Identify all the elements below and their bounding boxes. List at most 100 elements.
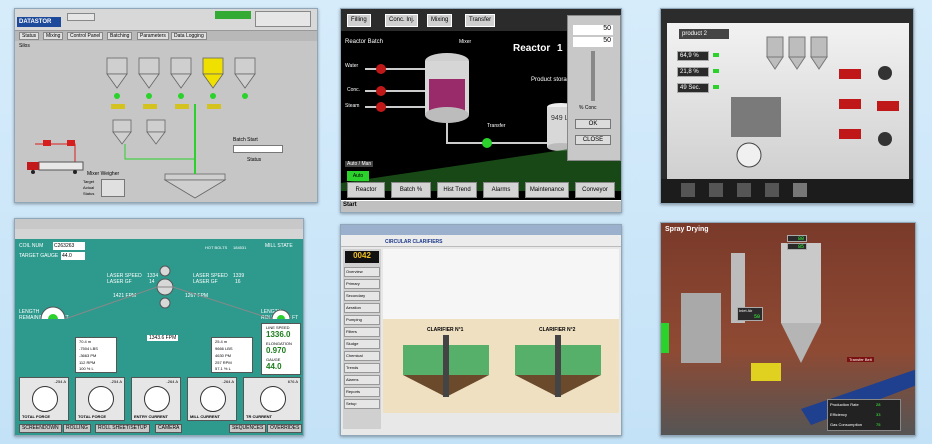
- auto-man-label: Auto / Man: [345, 161, 374, 167]
- mixer-label: Mixer: [459, 39, 472, 45]
- nav-icon-1[interactable]: [681, 183, 695, 197]
- left-stat-4: 100 % L: [79, 366, 94, 371]
- mill-screenshot: COIL NUM C263263 TARGET GAUGE 44.0 LASER…: [14, 218, 304, 436]
- batch-start-label: Batch Start: [233, 137, 258, 143]
- home-icon[interactable]: [793, 183, 807, 197]
- target-gauge-value: 44.0: [61, 252, 85, 260]
- menu-bar: [341, 235, 621, 247]
- auto-button[interactable]: Auto: [347, 171, 369, 181]
- start-button[interactable]: Start: [343, 202, 357, 208]
- ok-button[interactable]: OK: [575, 119, 611, 129]
- reactor-button-bar: Filling Conc. Inj. Mixing Transfer: [341, 9, 621, 31]
- weigher-target: Target: [83, 179, 95, 184]
- camera-button[interactable]: CAMERA: [155, 424, 183, 433]
- sidebar-item-12[interactable]: Setup: [344, 399, 380, 409]
- laser-gf-right: 16: [235, 279, 241, 285]
- sidebar-item-10[interactable]: Alarms: [344, 375, 380, 385]
- entry-current-gauge: -264 A ENTRY CURRENT: [131, 377, 181, 421]
- left-stats-box: 70.4 m -7504 LBS -3663 PM 112 RPM 100 % …: [75, 337, 117, 373]
- sidebar-item-4[interactable]: Aeration: [344, 303, 380, 313]
- tab-batching[interactable]: Batching: [107, 32, 133, 40]
- reactor-screenshot: Filling Conc. Inj. Mixing Transfer React…: [340, 8, 622, 213]
- conc-inj-button[interactable]: Conc. Inj.: [385, 14, 419, 27]
- sidebar-item-11[interactable]: Reports: [344, 387, 380, 397]
- windows-taskbar: Start: [341, 200, 621, 212]
- product-view: product 2 64,9 % 21,8 % 49 Sec.: [667, 23, 909, 183]
- clarifiers-content: CLARIFIER N°1 CLARIFIER N°2: [383, 249, 619, 429]
- weigher-values-box: [101, 179, 125, 197]
- right-stat-0: 25.4 m: [215, 339, 228, 344]
- nav-icon-3[interactable]: [737, 183, 751, 197]
- roll-sheet-setup-button[interactable]: ROLL SHEET/SETUP: [95, 424, 150, 433]
- sidebar-item-6[interactable]: Filters: [344, 327, 380, 337]
- gas-consumption-label: Gas Consumption: [830, 422, 863, 427]
- silos-section-label: Silos: [19, 43, 30, 49]
- nav-alarms[interactable]: Alarms: [483, 182, 519, 198]
- gas-consumption-value: 75: [876, 422, 881, 427]
- setpoint-top[interactable]: 50: [573, 25, 613, 35]
- sidebar-item-2[interactable]: Primary: [344, 279, 380, 289]
- gauge-4-amps: -264 A: [222, 379, 234, 384]
- nav-conveyor[interactable]: Conveyor: [575, 182, 615, 198]
- sidebar-item-9[interactable]: Trends: [344, 363, 380, 373]
- nav-icon-2[interactable]: [709, 183, 723, 197]
- readout-1: 64,9 %: [677, 51, 709, 61]
- sequences-button[interactable]: SEQUENCES: [229, 424, 267, 433]
- gauge-5-dial: [260, 386, 286, 412]
- pct-conc-label: % Conc: [579, 105, 597, 111]
- hopper-1: [112, 119, 132, 145]
- clarifiers-screenshot: CIRCULAR CLARIFIERS 0042 Overview Primar…: [340, 224, 622, 436]
- gauge-5-title: TR CURRENT: [246, 414, 272, 419]
- conc-slider[interactable]: [591, 51, 595, 101]
- sidebar-item-3[interactable]: Secondary: [344, 291, 380, 301]
- nav-maintenance[interactable]: Maintenance: [525, 182, 569, 198]
- right-stats-box: 25.4 m 9666 LBS 4630 PM 257 RPM 57.1 % L: [211, 337, 253, 373]
- silo-3: [170, 57, 192, 89]
- transfer-button[interactable]: Transfer: [465, 14, 496, 27]
- nav-reactor[interactable]: Reactor: [347, 182, 385, 198]
- spray-drying-title: Spray Drying: [665, 226, 709, 233]
- nav-icon-4[interactable]: [765, 183, 779, 197]
- mill-toolbar: [15, 229, 303, 239]
- tab-parameters[interactable]: Parameters: [137, 32, 169, 40]
- tab-data-logging[interactable]: Data Logging: [171, 32, 207, 40]
- mixing-button[interactable]: Mixing: [427, 14, 453, 27]
- clarifiers-title: CIRCULAR CLARIFIERS: [385, 239, 443, 245]
- coil-num-value: C263263: [53, 242, 85, 250]
- screendown-button[interactable]: SCREENDOWN: [19, 424, 62, 433]
- nav-hist-trend[interactable]: Hist Trend: [437, 182, 477, 198]
- elongation-label: ELONGATION: [266, 341, 292, 346]
- sidebar-item-7[interactable]: Sludge: [344, 339, 380, 349]
- tab-control-panel[interactable]: Control Panel: [67, 32, 104, 40]
- left-stat-2: -3663 PM: [79, 353, 97, 358]
- overrides-button[interactable]: OVERRIDES: [267, 424, 303, 433]
- close-button[interactable]: CLOSE: [575, 135, 611, 145]
- tab-mixing[interactable]: Mixing: [43, 32, 64, 40]
- rolling-button[interactable]: ROLLING: [63, 424, 91, 433]
- mixer-weigher-vessel: [163, 173, 227, 199]
- sidebar-item-1[interactable]: Overview: [344, 267, 380, 277]
- left-stat-0: 70.4 m: [79, 339, 92, 344]
- tr-current-gauge: 676 A TR CURRENT: [243, 377, 301, 421]
- transfer-label: Transfer: [487, 123, 506, 129]
- hopper-2: [146, 119, 166, 145]
- setpoint-bottom[interactable]: 50: [573, 37, 613, 47]
- gauge-2-title: TOTAL FORCE: [78, 414, 106, 419]
- filling-button[interactable]: Filling: [347, 14, 371, 27]
- sidebar-item-8[interactable]: Chemical: [344, 351, 380, 361]
- gauge-4-dial: [200, 386, 226, 412]
- tab-status[interactable]: Status: [19, 32, 40, 40]
- nav-batch-conc[interactable]: Batch % Conc: [391, 182, 431, 207]
- water-label: Water: [345, 63, 359, 69]
- gauge-value: 44.0: [266, 362, 282, 371]
- gauge-label: GAUGE: [266, 357, 281, 362]
- sidebar-item-5[interactable]: Pumping: [344, 315, 380, 325]
- right-stat-1: 9666 LBS: [215, 346, 233, 351]
- gauge-3-title: ENTRY CURRENT: [134, 414, 169, 419]
- gauge-2-dial: [88, 386, 114, 412]
- reactor-title: Reactor: [513, 43, 551, 54]
- silo-2: [138, 57, 160, 89]
- gauge-1-amps: -254 A: [54, 379, 66, 384]
- gauge-4-title: MILL CURRENT: [190, 414, 220, 419]
